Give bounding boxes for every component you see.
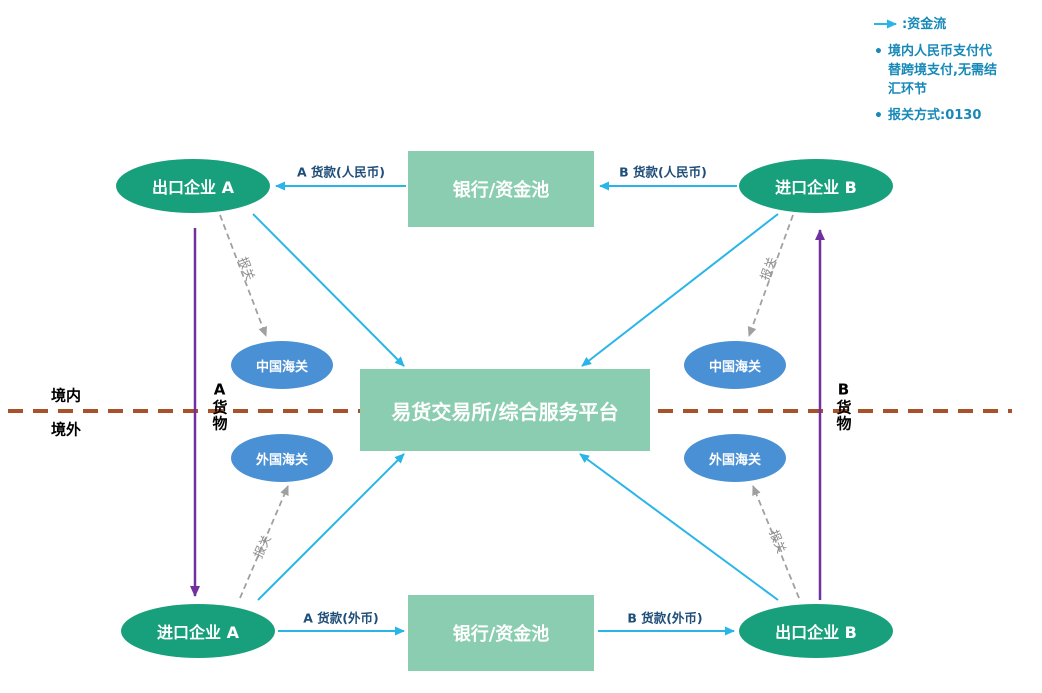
arrow-declare-import-b-to-china-customs	[747, 214, 794, 337]
arrow-funds-import-b-to-platform	[581, 213, 779, 367]
bullet-icon: •	[874, 43, 883, 60]
label-goods-a: A货物	[210, 380, 229, 432]
arrow-declare-export-b-to-foreign-customs	[752, 485, 800, 599]
legend-bullet-item: • 境内人民币支付代替跨境支付,无需结汇环节	[874, 43, 1020, 100]
node-barter-exchange-platform: 易货交易所/综合服务平台	[360, 369, 650, 451]
legend-bullet-item: • 报关方式:0130	[874, 107, 1020, 127]
arrow-funds-export-b-to-platform	[579, 453, 779, 601]
legend-bullet-text: 报关方式:0130	[888, 108, 982, 124]
label-b-payment-foreign: B 货款(外币)	[627, 610, 703, 626]
node-china-customs-right: 中国海关	[684, 341, 786, 389]
legend-funds-flow: :资金流	[874, 16, 1020, 35]
node-export-enterprise-a: 出口企业 A	[116, 159, 270, 213]
node-export-enterprise-b: 出口企业 B	[739, 604, 893, 658]
label-a-payment-rmb: A 货款(人民币)	[297, 164, 385, 180]
label-b-payment-rmb: B 货款(人民币)	[619, 164, 707, 180]
node-foreign-customs-left: 外国海关	[231, 434, 333, 482]
node-foreign-customs-right: 外国海关	[684, 434, 786, 482]
arrow-funds-import-a-to-platform	[257, 453, 405, 601]
node-bank-capital-pool-bottom: 银行/资金池	[408, 595, 594, 671]
label-goods-b: B货物	[834, 380, 853, 432]
node-import-enterprise-a: 进口企业 A	[121, 604, 275, 658]
label-region-overseas: 境外	[50, 420, 82, 439]
node-import-enterprise-b: 进口企业 B	[739, 159, 893, 213]
legend: :资金流 • 境内人民币支付代替跨境支付,无需结汇环节 • 报关方式:0130	[874, 16, 1020, 135]
node-china-customs-left: 中国海关	[231, 341, 333, 389]
legend-funds-flow-label: :资金流	[902, 17, 947, 32]
node-bank-capital-pool-top: 银行/资金池	[408, 151, 594, 227]
legend-bullet-text: 境内人民币支付代替跨境支付,无需结汇环节	[888, 43, 997, 97]
label-a-payment-foreign: A 货款(外币)	[303, 610, 379, 626]
arrow-funds-export-a-to-platform	[252, 213, 405, 367]
arrow-declare-import-a-to-foreign-customs	[239, 485, 289, 599]
arrow-declare-export-a-to-china-customs	[219, 214, 268, 337]
bullet-icon: •	[874, 108, 883, 125]
label-region-domestic: 境内	[50, 386, 82, 405]
funds-flow-arrow-icon	[874, 19, 897, 29]
